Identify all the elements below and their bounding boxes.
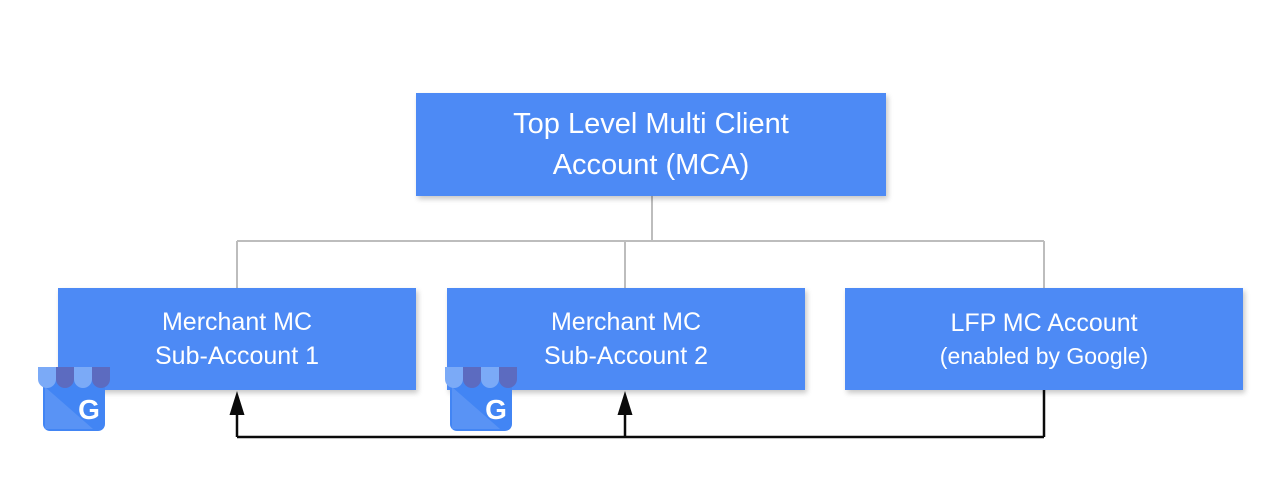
gmb-awning-stripe	[74, 367, 92, 388]
gmb-store-body-sheen	[45, 387, 93, 429]
gmb-awning-stripe	[56, 367, 74, 388]
gmb-awning-stripe	[445, 367, 463, 388]
gmb-store-body-sheen	[452, 387, 500, 429]
hierarchy-connector-lines	[236, 196, 1045, 288]
node-label-line: Account (MCA)	[552, 148, 750, 181]
gmb-store-body	[450, 379, 512, 431]
gmb-awning-stripe	[92, 367, 110, 388]
arrow-up-head-icon	[617, 391, 633, 415]
node-label-line: Top Level Multi Client	[513, 107, 789, 140]
flow-arrow-lines	[235, 390, 1046, 439]
node-label-line: Sub-Account 2	[544, 342, 708, 370]
gmb-awning-stripe	[463, 367, 481, 388]
node-label-line: Merchant MC	[161, 308, 313, 336]
gmb-awning-stripe	[38, 367, 56, 388]
google-my-business-icon: G	[445, 367, 517, 431]
node-label-line: Sub-Account 1	[155, 342, 319, 370]
gmb-awning-stripe	[481, 367, 499, 388]
node-top-level-mca: Top Level Multi Client Account (MCA)	[416, 93, 886, 196]
arrow-up-head-icon	[229, 391, 245, 415]
node-lfp-mc-account: LFP MC Account (enabled by Google)	[845, 288, 1243, 390]
google-my-business-icon: G	[38, 367, 110, 431]
node-label-line: (enabled by Google)	[939, 343, 1149, 369]
node-merchant-sub-account-1: Merchant MC Sub-Account 1	[58, 288, 416, 390]
gmb-awning-stripe	[499, 367, 517, 388]
gmb-g-letter: G	[78, 394, 100, 425]
node-label-line: Merchant MC	[550, 308, 702, 336]
gmb-g-letter: G	[485, 394, 507, 425]
gmb-store-body	[43, 379, 105, 431]
node-label-line: LFP MC Account	[950, 309, 1138, 337]
